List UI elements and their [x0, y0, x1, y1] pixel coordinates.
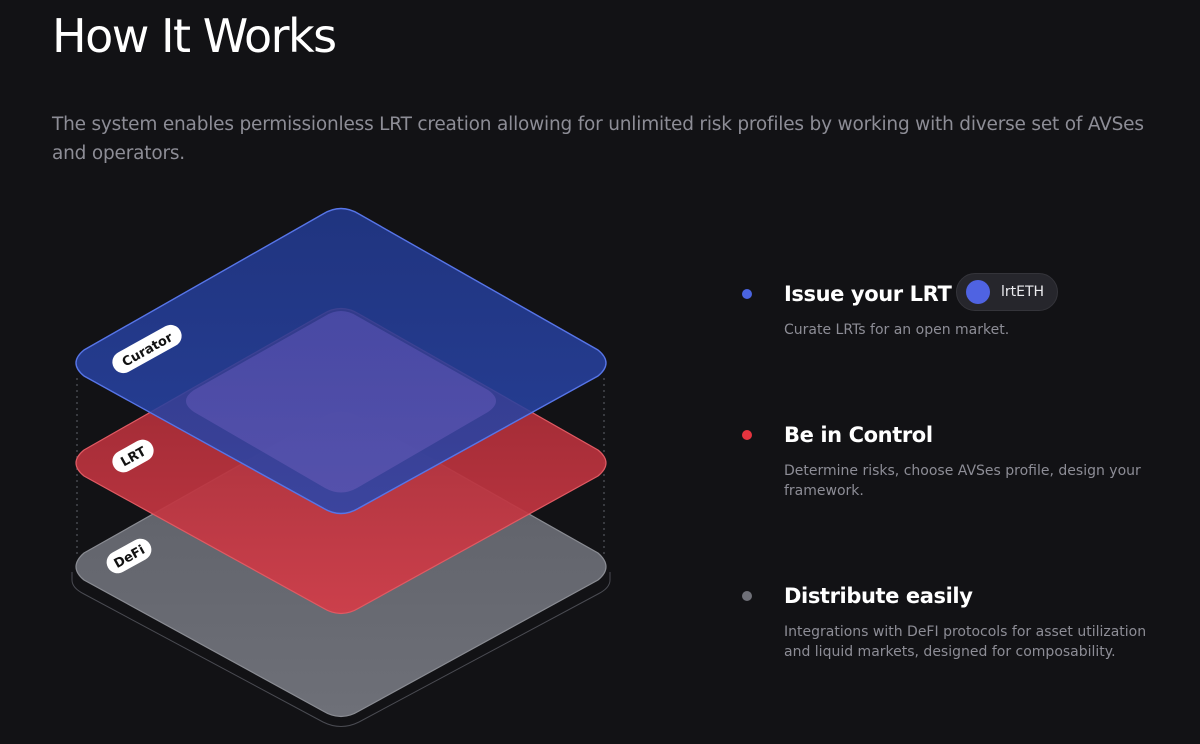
- page-title: How It Works: [52, 9, 337, 63]
- intro-text: The system enables permissionless LRT cr…: [52, 114, 1144, 164]
- layer-overlap: [186, 311, 496, 493]
- feature-title: Be in Control: [784, 423, 933, 447]
- feature-description: Determine risks, choose AVSes profile, d…: [784, 463, 1141, 499]
- feature-distribute-easily: Distribute easily Integrations with DeFI…: [742, 578, 1162, 662]
- layer-defi-edge: [71, 572, 611, 727]
- token-label: lrtETH: [1001, 284, 1045, 300]
- token-chip-lrteth[interactable]: lrtETH: [956, 273, 1058, 311]
- token-coin-icon: [966, 280, 990, 304]
- feature-description: Curate LRTs for an open market.: [784, 322, 1010, 338]
- feature-bullet-gray: [742, 591, 752, 601]
- feature-title: Distribute easily: [784, 584, 973, 608]
- feature-be-in-control: Be in Control Determine risks, choose AV…: [742, 417, 1162, 501]
- feature-description: Integrations with DeFI protocols for ass…: [784, 624, 1147, 660]
- feature-bullet-red: [742, 430, 752, 440]
- feature-bullet-blue: [742, 289, 752, 299]
- feature-title: Issue your LRT: [784, 282, 952, 306]
- feature-issue-lrt: Issue your LRT lrtETH Curate LRTs for an…: [742, 273, 1162, 340]
- layer-stack-illustration: Curator LRT DeFi: [71, 207, 611, 727]
